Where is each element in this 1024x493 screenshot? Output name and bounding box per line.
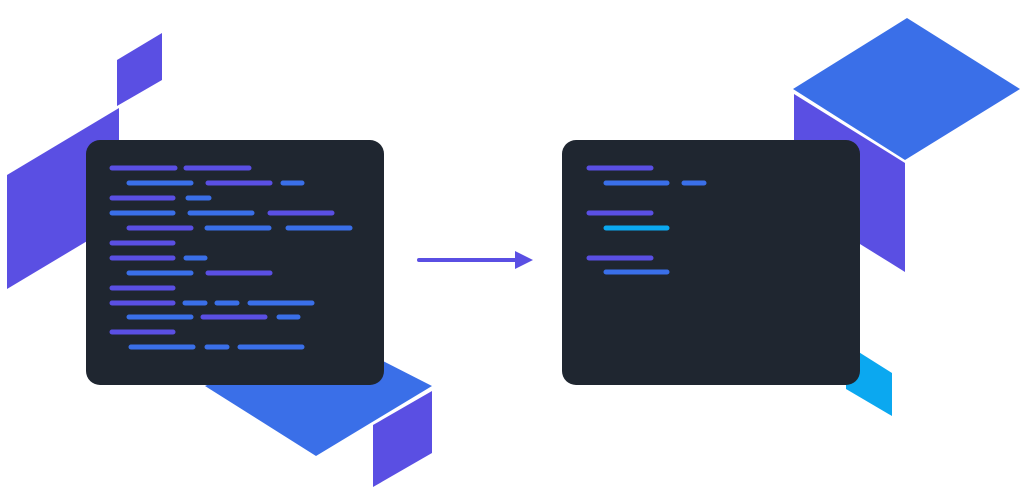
left-code-panel: [86, 140, 384, 385]
left-bottom-side-shape: [373, 391, 432, 487]
left-top-small-shape: [117, 33, 162, 106]
right-top-diamond-shape: [793, 18, 1020, 160]
left-code-lines: [109, 165, 353, 350]
right-panel-background: [562, 140, 860, 385]
left-panel-background: [86, 140, 384, 385]
arrow-right-icon: [417, 251, 533, 269]
right-code-panel: [562, 140, 860, 385]
right-code-lines: [586, 165, 707, 275]
